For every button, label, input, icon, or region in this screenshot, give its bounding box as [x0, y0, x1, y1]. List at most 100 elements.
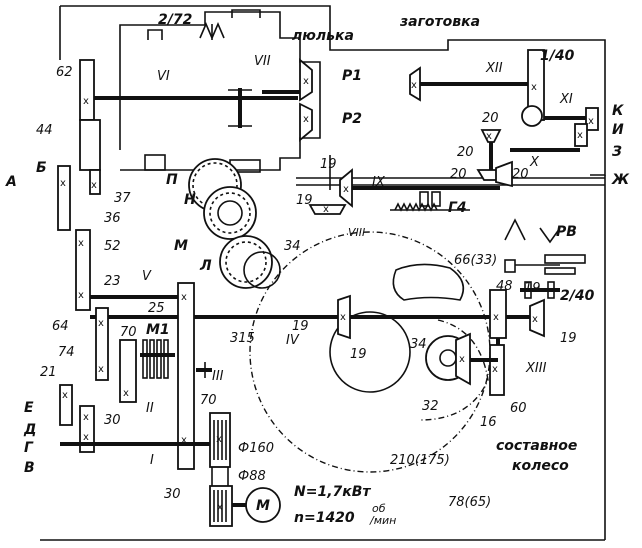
svg-text:x: x [492, 364, 498, 375]
svg-text:x: x [303, 76, 309, 87]
shaft-label-v: V [142, 269, 152, 284]
label-speed-unit: /мин [369, 514, 396, 527]
label-speed-sup: об [372, 502, 386, 515]
label-n: Н [184, 192, 196, 208]
shaft-label-xi: XI [559, 92, 573, 107]
label-30b: 30 [164, 487, 181, 502]
label-m: М [174, 238, 188, 254]
shaft-label-vii: VII [254, 54, 271, 69]
label-48: 48 [496, 279, 513, 294]
svg-text:x: x [78, 238, 84, 249]
label-2-72: 2/72 [158, 12, 192, 28]
label-20a: 20 [482, 111, 499, 126]
label-34a: 34 [284, 239, 301, 254]
svg-text:x: x [216, 434, 222, 445]
label-zh: Ж [611, 172, 630, 188]
label-21: 21 [40, 365, 57, 380]
label-62: 62 [56, 65, 73, 80]
label-1-40: 1/40 [540, 48, 575, 64]
shaft-label-viii: VIII [348, 226, 365, 239]
svg-text:x: x [323, 204, 329, 215]
label-20b: 20 [457, 145, 474, 160]
belt-drive-and-motor: x x [209, 412, 281, 527]
label-30a: 30 [104, 413, 121, 428]
svg-text:x: x [217, 502, 223, 513]
svg-text:x: x [60, 178, 66, 189]
shaft-label-ii: II [146, 401, 154, 416]
label-z: З [612, 144, 622, 160]
mechanism-rv [504, 218, 586, 299]
svg-text:x: x [78, 290, 84, 301]
svg-text:x: x [531, 82, 537, 93]
label-v: В [24, 460, 35, 476]
label-composite-1: составное [496, 438, 577, 454]
svg-text:x: x [83, 412, 89, 423]
svg-text:x: x [343, 184, 349, 195]
label-e: Е [24, 400, 34, 416]
gear-60 [489, 344, 505, 396]
label-37: 37 [114, 191, 131, 206]
label-g4: Г4 [448, 200, 467, 216]
label-rv: РВ [556, 224, 577, 240]
label-cradle: люлька [292, 28, 354, 44]
svg-text:x: x [62, 390, 68, 401]
change-gears [188, 158, 281, 289]
svg-text:x: x [83, 96, 89, 107]
shaft-label-xii: XII [485, 61, 503, 76]
label-g: Г [24, 440, 34, 456]
label-19a: 19 [320, 157, 337, 172]
svg-text:x: x [83, 432, 89, 443]
label-m1: М1 [146, 322, 170, 338]
label-speed: n=1420 [294, 510, 355, 526]
svg-text:x: x [532, 314, 538, 325]
label-25: 25 [148, 301, 165, 316]
label-44: 44 [36, 123, 53, 138]
bevel-gears-p1-p2: x x [228, 58, 313, 142]
shaft-label-x: X [529, 155, 540, 170]
label-70a: 70 [120, 325, 137, 340]
frame [40, 5, 606, 541]
rack-g4 [390, 191, 470, 212]
workpiece-assembly: x x x x x [409, 49, 599, 188]
motor-circle [245, 487, 281, 523]
label-78: 78(65) [448, 495, 491, 510]
label-19d: 19 [350, 347, 367, 362]
label-19f: 19 [560, 331, 577, 346]
label-19b: 19 [296, 193, 313, 208]
svg-text:x: x [340, 312, 346, 323]
label-a: А [5, 174, 17, 190]
label-b: Б [36, 160, 47, 176]
svg-text:x: x [91, 180, 97, 191]
svg-text:x: x [303, 114, 309, 125]
label-19e: 19 [524, 281, 541, 296]
label-p: П [166, 172, 178, 188]
label-d88: Ф88 [238, 469, 266, 484]
svg-text:x: x [577, 130, 583, 141]
gear-62 [79, 59, 95, 121]
label-d: Д [23, 422, 36, 438]
label-l: Л [199, 258, 212, 274]
label-315: 315 [230, 331, 255, 346]
svg-text:x: x [588, 116, 594, 127]
svg-text:x: x [486, 131, 492, 142]
label-composite-2: колесо [512, 458, 569, 474]
label-workpiece: заготовка [399, 14, 480, 30]
left-gear-train: x x x x x x x x x x x [57, 165, 212, 470]
label-36: 36 [104, 211, 121, 226]
gear-19-ix [339, 168, 353, 208]
shaft-label-iii: III [212, 369, 224, 384]
svg-text:x: x [411, 80, 417, 91]
svg-text:x: x [123, 388, 129, 399]
label-34b: 34 [410, 337, 427, 352]
label-64: 64 [52, 319, 69, 334]
label-d160: Ф160 [238, 441, 274, 456]
shaft-label-iv: IV [286, 333, 300, 348]
shaft-label-xiii: XIII [525, 361, 547, 376]
label-16: 16 [480, 415, 497, 430]
label-20d: 20 [512, 167, 529, 182]
label-19c: 19 [292, 319, 309, 334]
shaft-label-i: I [150, 453, 154, 468]
svg-text:x: x [181, 435, 187, 446]
